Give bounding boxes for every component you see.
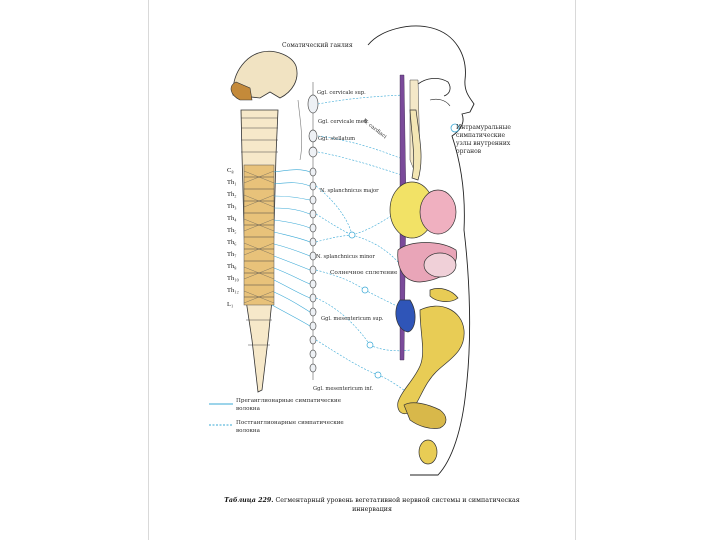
sigmoid-colon	[404, 403, 446, 429]
caption-number: Таблица 229.	[224, 497, 273, 504]
header-label: Соматический ганлия	[282, 42, 353, 49]
trunk-branch	[298, 100, 302, 160]
stomach	[424, 253, 456, 277]
mesenteric-sup-label: Ggl. mesentericum sup.	[321, 316, 384, 322]
intramural-label: Интрамуральные симпатические узлы внутре…	[456, 124, 520, 156]
splanchnicus-minor-label: N. splanchnicus minor	[316, 254, 375, 260]
kidney	[396, 300, 415, 332]
segment-label: Th₅	[227, 228, 237, 235]
mesenteric-inf-label: Ggl. mesentericum inf.	[313, 386, 373, 392]
segment-label: L₁	[227, 302, 233, 309]
bladder	[419, 440, 437, 464]
segment-label: Th₁	[227, 180, 237, 187]
segment-label: Th₃	[227, 204, 237, 211]
heart	[420, 190, 456, 234]
caption-text: Сегментарный уровень вегетативной нервно…	[275, 497, 519, 513]
figure-caption: Таблица 229. Сегментарный уровень вегета…	[212, 496, 532, 515]
legend-preganglionic-label: Преганглионарные симпатические волокна	[236, 398, 346, 413]
segment-label: Th₈	[227, 264, 237, 271]
segment-label: Th₇	[227, 252, 237, 259]
oral-cavity	[430, 99, 450, 106]
segment-label: Th₂	[227, 192, 237, 199]
splanchnicus-major-label: N. splanchnicus major	[320, 188, 379, 194]
sympathetic-trunk	[308, 82, 318, 380]
solar-plexus-label: Солнечное сплетение	[330, 270, 397, 277]
segment-label: Th₄	[227, 216, 237, 223]
legend-postganglionic-label: Постганглионарные симпатические волокна	[236, 420, 346, 435]
pancreas	[430, 288, 458, 301]
segment-label: Th₁₀	[227, 276, 239, 283]
segment-label: Th₁₂	[227, 288, 239, 295]
preganglionic-fibers	[272, 170, 310, 326]
segment-label: C₈	[227, 168, 234, 175]
segment-label: Th₆	[227, 240, 237, 247]
ganglion-stellatum-label: Ggl. stellatum	[318, 136, 355, 142]
ganglion-cervical-sup-label: Ggl. cervicale sup.	[317, 90, 366, 96]
nasal-cavity	[418, 78, 450, 96]
